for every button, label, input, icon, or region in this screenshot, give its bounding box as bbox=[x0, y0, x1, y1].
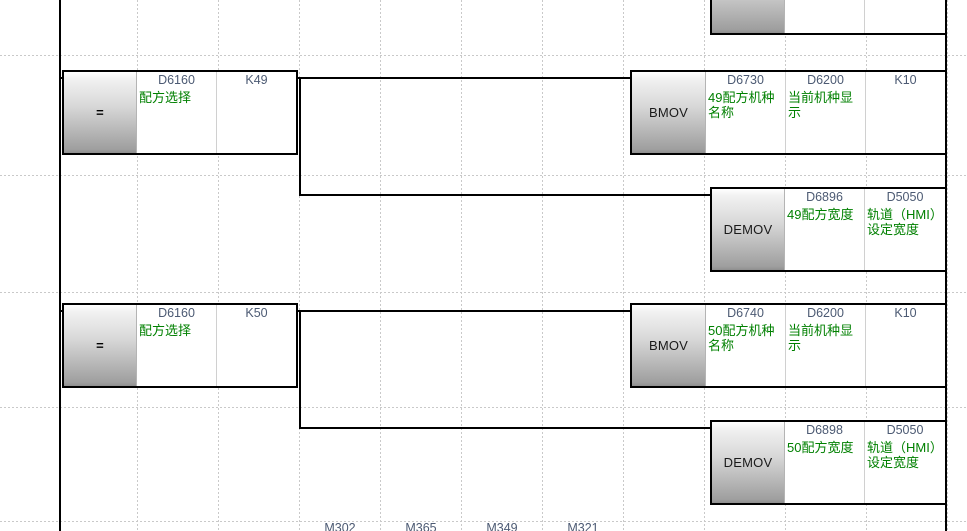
instruction-label: = bbox=[64, 72, 137, 153]
operand-comment: 当前机种显示 bbox=[788, 90, 854, 120]
instruction-label: = bbox=[64, 305, 137, 386]
operand-cell[interactable]: K10 bbox=[866, 72, 945, 153]
operand-cell[interactable]: D6160 配方选择 bbox=[137, 72, 217, 153]
wire-branch-to-demov bbox=[299, 194, 712, 196]
instruction-block-compare[interactable]: = D6160 配方选择 K50 bbox=[62, 303, 298, 388]
operand-cell[interactable]: D6730 49配方机种名称 bbox=[706, 72, 786, 153]
operand-cell[interactable]: K49 bbox=[217, 72, 296, 153]
operand-cell[interactable]: K10 bbox=[866, 305, 945, 386]
operand-device: D6200 bbox=[807, 73, 844, 87]
left-power-rail bbox=[59, 0, 61, 531]
grid-line-horizontal bbox=[0, 292, 967, 293]
instruction-label: DEMOV bbox=[712, 189, 785, 270]
operand-device: D5050 bbox=[886, 190, 924, 204]
instruction-label: BMOV bbox=[632, 72, 706, 153]
instruction-label: DEMOV bbox=[712, 422, 785, 503]
operand-comment: 当前机种显示 bbox=[788, 323, 854, 353]
wire-branch-to-demov bbox=[299, 427, 712, 429]
wire-branch-down bbox=[299, 310, 301, 428]
instruction-label: DEMOV bbox=[712, 0, 785, 33]
instruction-label: BMOV bbox=[632, 305, 706, 386]
operand-cell[interactable]: D6200 当前机种显示 bbox=[786, 305, 866, 386]
grid-line-horizontal bbox=[0, 175, 967, 176]
device-label[interactable]: M349 bbox=[486, 521, 518, 531]
operand-device: K10 bbox=[894, 73, 917, 87]
grid-line-vertical bbox=[461, 0, 462, 531]
operand-cell[interactable]: D5050 轨道（HMI）设定宽度 bbox=[865, 422, 945, 503]
operand-device: K10 bbox=[894, 306, 917, 320]
operand-cell[interactable]: K50 bbox=[217, 305, 296, 386]
operand-device: D6740 bbox=[727, 306, 764, 320]
operand-comment: 配方选择 bbox=[139, 90, 192, 105]
equals-icon: = bbox=[96, 338, 104, 353]
operand-device: D6896 bbox=[806, 190, 843, 204]
wire-compare-to-bmov bbox=[298, 310, 632, 312]
operand-cell[interactable]: D6898 50配方宽度 bbox=[785, 422, 865, 503]
operand-comment: 轨道（HMI）设定宽度 bbox=[867, 207, 943, 237]
operand-cell[interactable]: 度 bbox=[785, 0, 865, 33]
operand-device: D6160 bbox=[158, 73, 195, 87]
operand-comment: 49配方机种名称 bbox=[708, 90, 775, 120]
device-label[interactable]: M302 bbox=[324, 521, 356, 531]
operand-comment: 50配方宽度 bbox=[787, 440, 854, 455]
operand-cell[interactable]: 设定宽度 bbox=[865, 0, 945, 33]
grid-line-vertical bbox=[947, 0, 948, 531]
instruction-block-bmov[interactable]: BMOV D6730 49配方机种名称 D6200 当前机种显示 K10 bbox=[630, 70, 947, 155]
operand-cell[interactable]: D6200 当前机种显示 bbox=[786, 72, 866, 153]
instruction-block-demov[interactable]: DEMOV D6898 50配方宽度 D5050 轨道（HMI）设定宽度 bbox=[710, 420, 947, 505]
operand-cell[interactable]: D6160 配方选择 bbox=[137, 305, 217, 386]
grid-line-vertical bbox=[542, 0, 543, 531]
instruction-block-demov[interactable]: DEMOV D6896 49配方宽度 D5050 轨道（HMI）设定宽度 bbox=[710, 187, 947, 272]
operand-device: K50 bbox=[245, 306, 268, 320]
operand-comment: 轨道（HMI）设定宽度 bbox=[867, 440, 943, 470]
grid-line-horizontal bbox=[0, 407, 967, 408]
instruction-block-demov[interactable]: DEMOV 度 设定宽度 bbox=[710, 0, 947, 35]
wire-compare-to-bmov bbox=[298, 77, 632, 79]
instruction-block-compare[interactable]: = D6160 配方选择 K49 bbox=[62, 70, 298, 155]
grid-line-horizontal bbox=[0, 55, 967, 56]
device-label[interactable]: M321 bbox=[567, 521, 599, 531]
operand-device: K49 bbox=[245, 73, 268, 87]
operand-comment: 49配方宽度 bbox=[787, 207, 854, 222]
grid-line-vertical bbox=[380, 0, 381, 531]
operand-cell[interactable]: D6740 50配方机种名称 bbox=[706, 305, 786, 386]
operand-device: D6160 bbox=[158, 306, 195, 320]
wire-branch-down bbox=[299, 77, 301, 195]
operand-device: D6200 bbox=[807, 306, 844, 320]
grid-line-vertical bbox=[623, 0, 624, 531]
operand-device: D6898 bbox=[806, 423, 843, 437]
instruction-block-bmov[interactable]: BMOV D6740 50配方机种名称 D6200 当前机种显示 K10 bbox=[630, 303, 947, 388]
operand-cell[interactable]: D6896 49配方宽度 bbox=[785, 189, 865, 270]
operand-device: D5050 bbox=[886, 423, 924, 437]
device-label[interactable]: M365 bbox=[405, 521, 437, 531]
operand-cell[interactable]: D5050 轨道（HMI）设定宽度 bbox=[865, 189, 945, 270]
operand-comment: 配方选择 bbox=[139, 323, 192, 338]
operand-comment: 50配方机种名称 bbox=[708, 323, 775, 353]
operand-device: D6730 bbox=[727, 73, 764, 87]
equals-icon: = bbox=[96, 105, 104, 120]
